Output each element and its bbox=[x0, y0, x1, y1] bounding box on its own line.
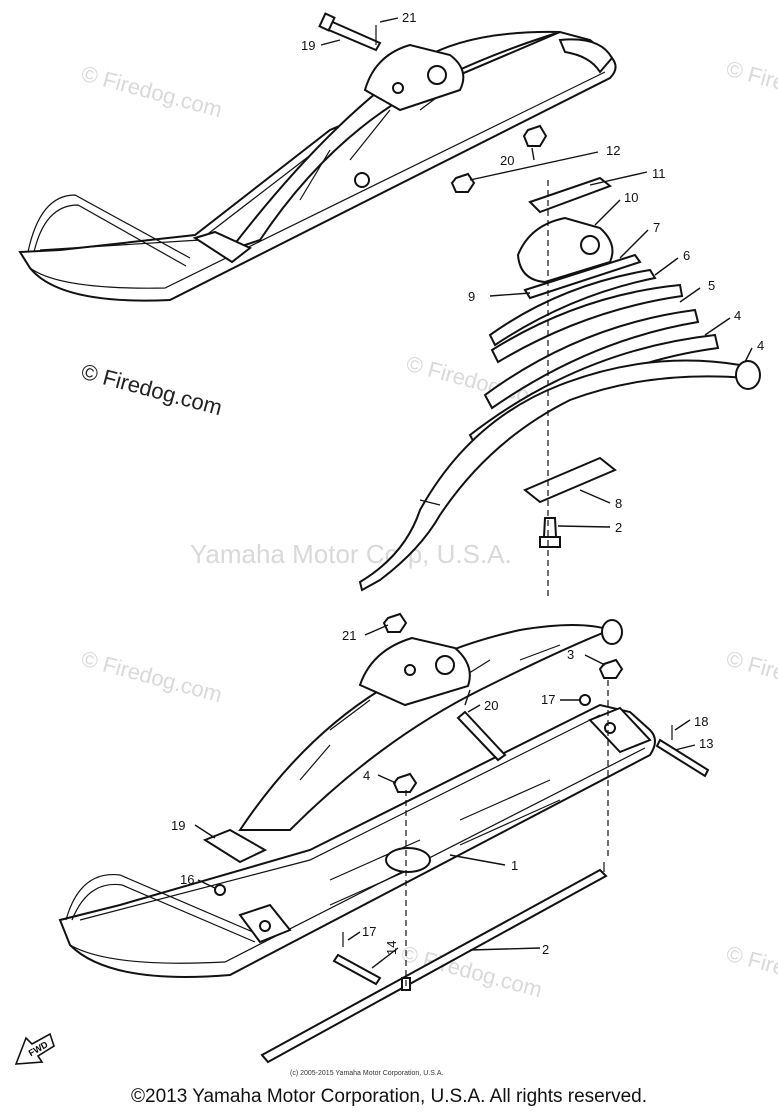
callout-2: 2 bbox=[542, 942, 549, 957]
callout-4: 4 bbox=[363, 768, 370, 783]
callout-13: 11 bbox=[652, 166, 666, 181]
copyright-footer: ©2013 Yamaha Motor Corporation, U.S.A. A… bbox=[131, 1086, 647, 1107]
watermark-firedog-dark: © Firedog.com bbox=[79, 359, 225, 421]
watermark-firedog: © Firedog.com bbox=[79, 646, 225, 708]
callout-12: 10 bbox=[624, 190, 638, 205]
callout-20: 20 bbox=[500, 153, 514, 168]
callout-17: 18 bbox=[694, 714, 708, 729]
fwd-arrow-icon: FWD bbox=[14, 1032, 55, 1065]
leader-lines bbox=[194, 17, 753, 969]
callout-21: 21 bbox=[402, 10, 416, 25]
callout-10: 8 bbox=[615, 496, 622, 511]
callout-3: 3 bbox=[567, 647, 574, 662]
callout-9: 2 bbox=[615, 520, 622, 535]
leaf-spring-stack bbox=[358, 172, 761, 633]
callout-14: 12 bbox=[606, 143, 620, 158]
callout-17: 17 bbox=[362, 924, 376, 939]
callout-15: 13 bbox=[699, 736, 713, 751]
callout-16: 16 bbox=[180, 872, 194, 887]
callout-20: 21 bbox=[342, 628, 356, 643]
callout-7: 6 bbox=[683, 248, 690, 263]
watermark-firedog: © Firedog.com bbox=[724, 941, 778, 1003]
bottom-ski-assembly bbox=[58, 619, 710, 1064]
callout-8: 7 bbox=[653, 220, 660, 235]
watermark-firedog: © Firedog.com bbox=[79, 61, 225, 123]
watermark-firedog: © Firedog.com bbox=[724, 56, 778, 118]
callout-4: 4 bbox=[757, 338, 764, 353]
callout-5: 4 bbox=[734, 308, 741, 323]
small-copyright: (c) 2005-2015 Yamaha Motor Corporation, … bbox=[290, 1070, 444, 1077]
callout-15: 14 bbox=[384, 941, 399, 955]
callout-1: 1 bbox=[511, 858, 518, 873]
callout-11: 9 bbox=[468, 289, 475, 304]
callout-16: 17 bbox=[541, 692, 555, 707]
callout-18: 19 bbox=[171, 818, 185, 833]
callout-19: 20 bbox=[484, 698, 498, 713]
callout-labels: 21 19 20 12 11 10 7 6 5 4 4 9 8 2 21 3 2… bbox=[171, 10, 764, 957]
watermark-firedog: © Firedog.com bbox=[724, 646, 778, 708]
top-ski-assembly bbox=[18, 12, 617, 302]
callout-6: 5 bbox=[708, 278, 715, 293]
watermark-yamaha: Yamaha Motor Corp, U.S.A. bbox=[190, 539, 512, 569]
callout-19: 19 bbox=[301, 38, 315, 53]
